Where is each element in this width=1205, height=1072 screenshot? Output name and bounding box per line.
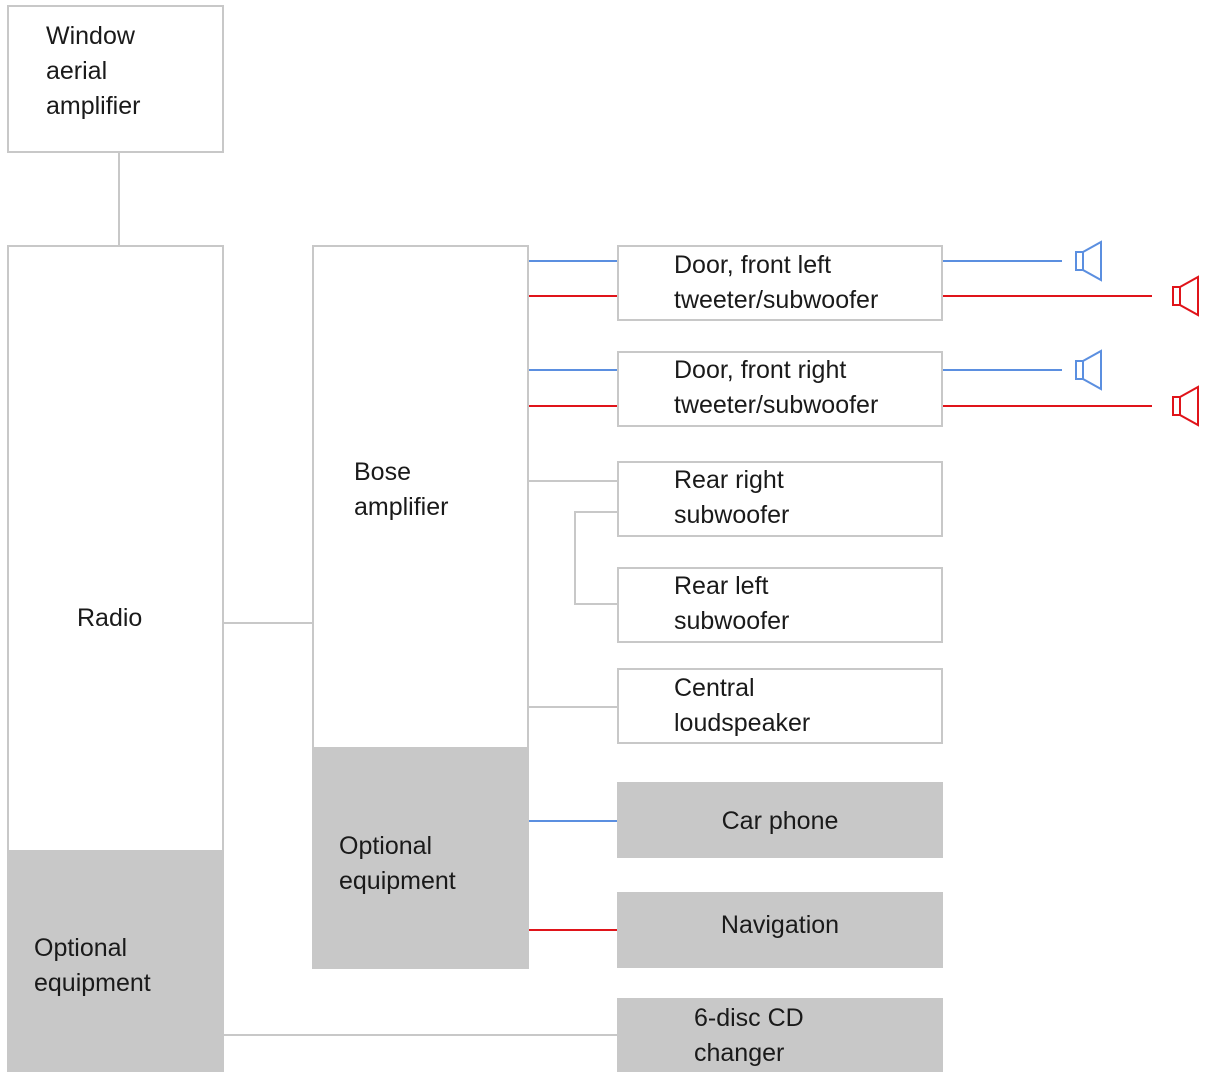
bose-optional-equipment-box [312,748,529,969]
tweeter-front-right-icon [1075,349,1102,391]
central-loudspeaker-label: Central loudspeaker [674,674,811,737]
window-aerial-amplifier-label: Window aerial amplifier [46,22,141,120]
car-phone-label: Car phone [721,807,839,835]
car-phone-box [617,782,943,858]
rear-right-to-rear-left-line [574,511,619,605]
radio-label: Radio [77,604,143,632]
bose-amplifier-box [312,245,529,749]
cd-changer-box [617,998,943,1072]
bose-optional-equipment-label: Optional equipment [339,832,456,895]
rear-left-subwoofer-box [617,567,943,643]
navigation-box [617,892,943,968]
door-front-left-box [617,245,943,321]
rear-right-subwoofer-box [617,461,943,537]
tweeter-front-left-icon [1075,240,1102,282]
central-loudspeaker-box [617,668,943,744]
window-aerial-amplifier-box [7,5,224,153]
navigation-label: Navigation [720,911,840,939]
radio-box [7,245,224,852]
door-front-right-box [617,351,943,427]
cd-changer-label: 6-disc CD changer [694,1004,804,1067]
bose-amplifier-label: Bose amplifier [354,458,449,521]
rear-right-subwoofer-label: Rear right subwoofer [674,466,790,529]
rear-left-subwoofer-label: Rear left subwoofer [674,572,790,635]
radio-optional-equipment-label: Optional equipment [34,934,151,997]
door-front-left-label: Door, front left tweeter/subwoofer [674,251,879,314]
subwoofer-front-left-icon [1172,275,1199,317]
subwoofer-front-right-icon [1172,385,1199,427]
door-front-right-label: Door, front right tweeter/subwoofer [674,356,879,419]
radio-optional-equipment-box [7,851,224,1072]
